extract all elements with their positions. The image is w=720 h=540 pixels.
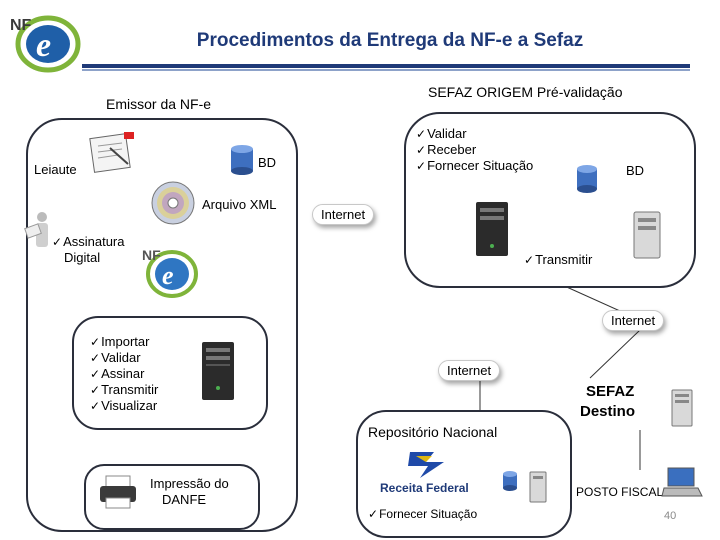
- step-fornecer-repositorio: Fornecer Situação: [368, 506, 477, 522]
- step-assinar: Assinar: [90, 366, 158, 382]
- step-validar-sefaz: Validar: [416, 126, 533, 142]
- step-transmitir-sefaz: Transmitir: [524, 252, 592, 268]
- repositorio-fornecer: Fornecer Situação: [368, 506, 477, 522]
- assinatura-line-2: Digital: [64, 250, 101, 265]
- svg-text:e: e: [162, 261, 174, 290]
- page-title: Procedimentos da Entrega da NF-e a Sefaz: [196, 30, 584, 51]
- step-validar: Validar: [90, 350, 158, 366]
- impressao-line-2: DANFE: [162, 492, 207, 507]
- printer-icon: [98, 474, 138, 515]
- server-icon-destino: [670, 388, 694, 433]
- receita-federal-logo: Receita Federal: [380, 448, 472, 501]
- title-rule: [82, 64, 690, 68]
- assinatura-line-1: Assinatura: [52, 234, 124, 250]
- assinatura-label: Assinatura: [52, 234, 124, 250]
- nfe-small-logo: NF e: [140, 244, 204, 307]
- internet-cloud-3: Internet: [438, 360, 501, 381]
- internet-cloud-1: Internet: [312, 204, 375, 225]
- internet-cloud-2: Internet: [602, 310, 665, 331]
- server-icon-sefaz-2: [632, 210, 662, 265]
- sefaz-destino-line-1: SEFAZ: [586, 383, 635, 400]
- leiaute-label: Leiaute: [34, 162, 77, 177]
- arquivo-xml-label: Arquivo XML: [202, 197, 277, 212]
- nfe-logo: NF e: [6, 6, 86, 76]
- page-number: 40: [664, 510, 677, 522]
- database-icon-emissor: [230, 144, 254, 181]
- impressao-line-1: Impressão do: [150, 476, 229, 491]
- svg-text:e: e: [36, 27, 51, 64]
- laptop-icon: [661, 466, 703, 503]
- step-importar: Importar: [90, 334, 158, 350]
- step-fornecer-situacao: Fornecer Situação: [416, 158, 533, 174]
- receita-federal-text: Receita Federal: [380, 481, 469, 495]
- transmitir-label: Transmitir: [524, 252, 592, 268]
- server-icon-emissor: [198, 340, 238, 407]
- clipboard-icon: [88, 130, 138, 179]
- bd-label-emissor: BD: [258, 155, 277, 170]
- repositorio-title: Repositório Nacional: [368, 424, 498, 440]
- certificate-person-icon: [24, 210, 60, 255]
- bd-label-sefaz: BD: [626, 163, 645, 178]
- step-receber: Receber: [416, 142, 533, 158]
- step-visualizar: Visualizar: [90, 398, 158, 414]
- step-transmitir: Transmitir: [90, 382, 158, 398]
- cd-icon: [150, 180, 196, 231]
- svg-text:NF: NF: [142, 247, 161, 263]
- posto-fiscal-label: POSTO FISCAL: [576, 485, 664, 499]
- sefaz-origem-steps: Validar Receber Fornecer Situação: [416, 126, 533, 174]
- svg-text:NF: NF: [10, 17, 32, 34]
- title-rule-shadow: [82, 69, 690, 71]
- server-icon-repositorio: [528, 470, 548, 509]
- database-icon-sefaz: [576, 164, 598, 199]
- sefaz-origem-title: SEFAZ ORIGEM Pré-validação: [428, 84, 623, 100]
- server-icon-sefaz-1: [472, 200, 512, 263]
- sefaz-destino-line-2: Destino: [580, 403, 636, 420]
- emissor-title: Emissor da NF-e: [106, 96, 212, 112]
- database-icon-repositorio: [502, 470, 518, 497]
- emissor-steps: Importar Validar Assinar Transmitir Visu…: [90, 334, 158, 414]
